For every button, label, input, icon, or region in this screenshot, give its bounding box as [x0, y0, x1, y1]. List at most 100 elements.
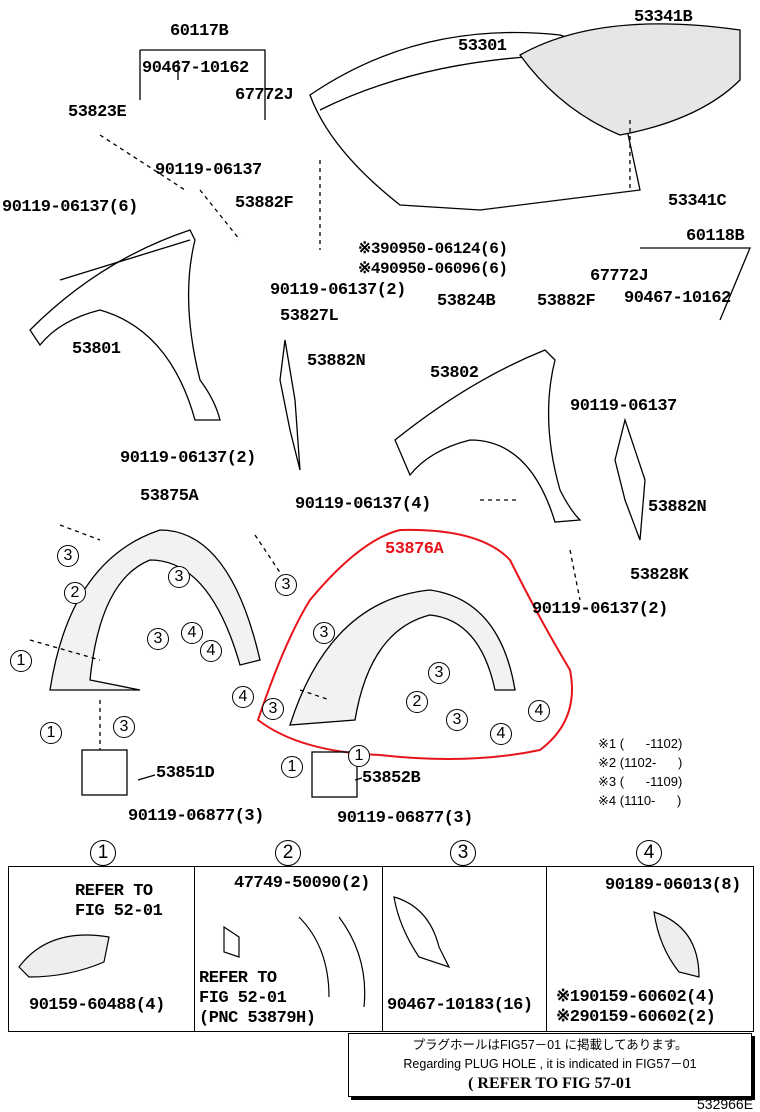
callout: 3	[262, 698, 284, 720]
label-53851D: 53851D	[156, 764, 215, 783]
callout: 3	[57, 545, 79, 567]
label-53882F-b: 53882F	[537, 292, 596, 311]
label-53875A: 53875A	[140, 487, 199, 506]
label-53341C: 53341C	[668, 192, 727, 211]
bracket-53852B	[311, 751, 358, 798]
label-90119-06137-4: 90119-06137(4)	[295, 495, 431, 514]
fender-53801-edge	[59, 239, 191, 281]
seal-53827L	[279, 339, 301, 471]
panel2-fig[interactable]: FIG 52-01	[199, 989, 287, 1008]
seal-53828K	[614, 417, 646, 541]
label-90467-10162: 90467-10162	[142, 59, 249, 78]
panel1-refer: REFER TO	[75, 882, 153, 901]
hood-crease	[319, 54, 561, 111]
plug-hole-note: プラグホールはFIG57－01 に掲載してあります。 Regarding PLU…	[348, 1033, 752, 1097]
panel-header-2: 2	[275, 840, 301, 866]
label-90119-06137-2c: 90119-06137(2)	[532, 600, 668, 619]
panel2-part: 47749-50090(2)	[234, 874, 370, 893]
label-90950-06124: ※390950-06124(6)	[358, 240, 508, 258]
label-53801: 53801	[72, 340, 121, 359]
label-53823E: 53823E	[68, 103, 127, 122]
panel-header-1: 1	[90, 840, 116, 866]
label-60117B: 60117B	[170, 22, 229, 41]
callout: 4	[528, 700, 550, 722]
liner-53875A	[49, 529, 261, 691]
panel-header-4: 4	[636, 840, 662, 866]
panel-divider	[546, 867, 547, 1031]
label-53341B: 53341B	[634, 8, 693, 27]
panel4-part1: ※190159-60602(4)	[556, 988, 716, 1007]
label-60118B: 60118B	[686, 227, 745, 246]
callout: 1	[10, 650, 32, 672]
leader-lines	[137, 49, 751, 781]
callout: 4	[181, 622, 203, 644]
callout: 2	[64, 582, 86, 604]
callout: 2	[406, 691, 428, 713]
bracket-53851D	[81, 749, 128, 796]
label-53852B: 53852B	[362, 769, 421, 788]
panel1-fig[interactable]: FIG 52-01	[75, 902, 163, 921]
label-90119-06877-3b: 90119-06877(3)	[337, 809, 473, 828]
panel4-part: 90189-06013(8)	[605, 876, 741, 895]
panel2-part-drawing	[223, 916, 366, 1008]
liner-53876A	[289, 589, 516, 726]
label-90119-06137-2b: 90119-06137(2)	[120, 449, 256, 468]
note-japanese: プラグホールはFIG57－01 に掲載してあります。	[412, 1038, 688, 1052]
date-note-3: ※3 ( -1109)	[598, 774, 683, 789]
callout: 1	[348, 745, 370, 767]
callout: 1	[40, 722, 62, 744]
panel4-part2: ※290159-60602(2)	[556, 1008, 716, 1027]
callout: 4	[490, 723, 512, 745]
dashed-leader-lines	[29, 120, 631, 750]
label-53882N: 53882N	[307, 352, 366, 371]
panel1-part-drawing	[18, 934, 110, 978]
label-90119-06877-3: 90119-06877(3)	[128, 807, 264, 826]
label-90119-06137-2: 90119-06137(2)	[270, 281, 406, 300]
note-refer-link[interactable]: ( REFER TO FIG 57-01	[468, 1075, 632, 1092]
fender-53801	[29, 229, 221, 421]
label-53876A-highlighted[interactable]: 53876A	[385, 540, 444, 559]
callout: 3	[428, 662, 450, 684]
label-67772J: 67772J	[235, 86, 294, 105]
panel3-part-drawing	[393, 896, 451, 969]
label-53824B: 53824B	[437, 292, 496, 311]
panel-divider	[194, 867, 195, 1031]
date-note-4: ※4 (1110- )	[598, 793, 682, 808]
callout: 1	[281, 756, 303, 778]
callout: 3	[147, 628, 169, 650]
label-90119-06137-6: 90119-06137(6)	[2, 198, 138, 217]
callout: 4	[232, 686, 254, 708]
label-53827L: 53827L	[280, 307, 339, 326]
callout: 3	[275, 574, 297, 596]
panel2-pnc: (PNC 53879H)	[199, 1009, 316, 1028]
label-90467-10162-b: 90467-10162	[624, 289, 731, 308]
label-53828K: 53828K	[630, 566, 689, 585]
callout: 4	[200, 640, 222, 662]
date-note-1: ※1 ( -1102)	[598, 736, 683, 751]
panel3-part: 90467-10183(16)	[387, 996, 533, 1015]
date-note-2: ※2 (1102- )	[598, 755, 683, 770]
label-53802: 53802	[430, 364, 479, 383]
callout: 3	[313, 622, 335, 644]
note-english: Regarding PLUG HOLE , it is indicated in…	[403, 1057, 697, 1071]
hood-insulator-53341B	[519, 23, 741, 136]
panel2-refer: REFER TO	[199, 969, 277, 988]
detail-panels: REFER TO FIG 52-01 90159-60488(4) 47749-…	[8, 866, 754, 1032]
label-90119-06137: 90119-06137	[155, 161, 262, 180]
callout: 3	[113, 716, 135, 738]
callout: 3	[168, 566, 190, 588]
label-90950-06096: ※490950-06096(6)	[358, 260, 508, 278]
callout: 3	[446, 709, 468, 731]
label-53882N-b: 53882N	[648, 498, 707, 517]
highlight-outline	[256, 528, 573, 760]
panel-drawings	[18, 896, 700, 1008]
label-53301: 53301	[458, 37, 507, 56]
panel4-part-drawing	[653, 911, 700, 978]
panel-header-3: 3	[450, 840, 476, 866]
panel1-part: 90159-60488(4)	[29, 996, 165, 1015]
fender-53802	[394, 349, 582, 523]
figure-code: 532966E	[697, 1096, 754, 1112]
label-53882F: 53882F	[235, 194, 294, 213]
